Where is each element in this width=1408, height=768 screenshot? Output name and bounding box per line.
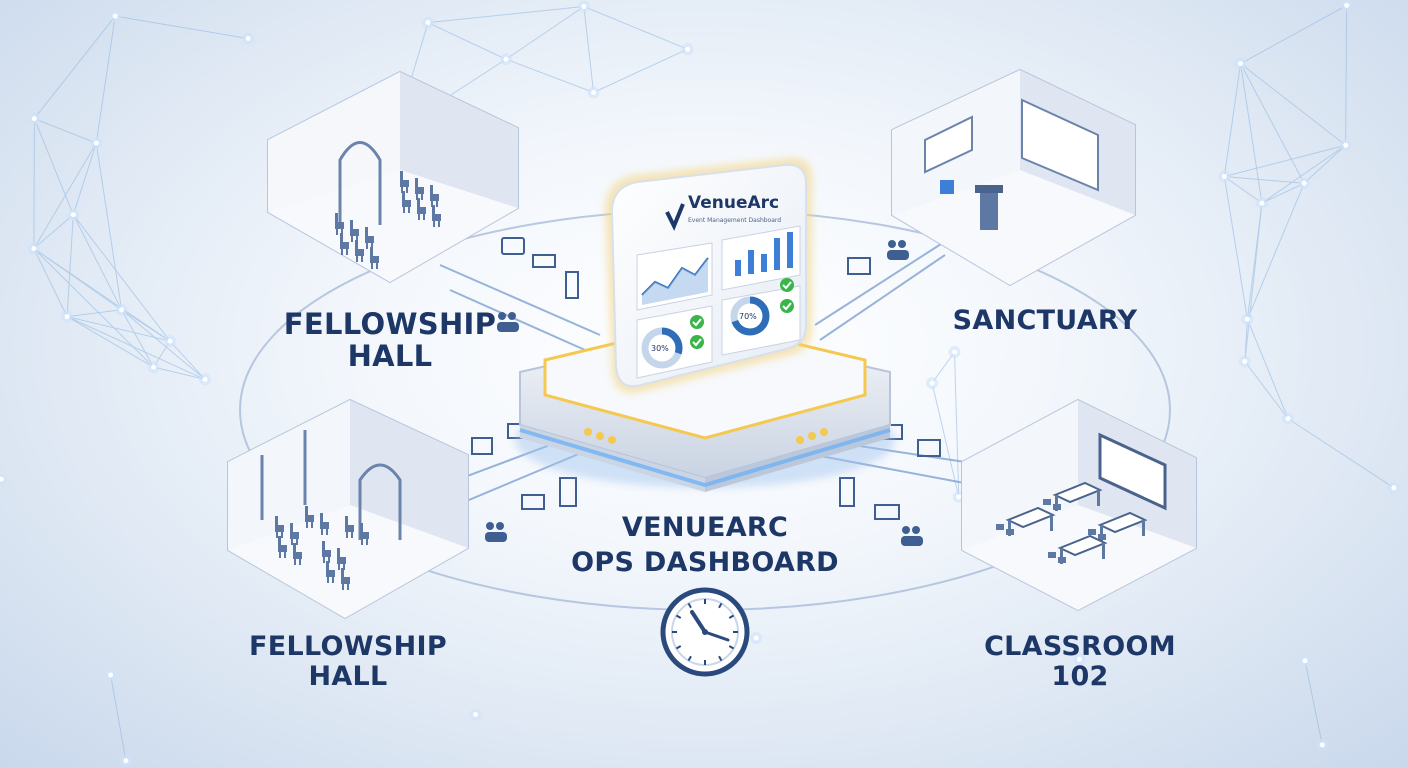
- people-icon: [901, 526, 923, 546]
- podium-icon: [521, 494, 545, 510]
- dashboard-brand: VenueArc: [688, 193, 779, 213]
- label-line: SANCTUARY: [952, 305, 1138, 336]
- label-line: FELLOWSHIP: [283, 307, 497, 341]
- check-icon: [690, 335, 704, 349]
- monitor-icon: [471, 437, 493, 455]
- label-line: HALL: [308, 661, 388, 693]
- people-icon: [887, 240, 909, 260]
- label-fellowship-hall-bottom: FELLOWSHIP HALL: [228, 631, 468, 693]
- donut-left-value: 30%: [651, 344, 669, 353]
- label-fellowship-hall-top: FELLOWSHIP HALL: [270, 308, 510, 373]
- check-icon: [780, 278, 794, 292]
- donut-right-value: 70%: [739, 312, 757, 321]
- room-classroom-102: [961, 398, 1197, 612]
- room-fellowship-hall-top: [267, 70, 519, 284]
- cabinet-icon: [839, 477, 855, 507]
- podium-icon: [874, 504, 900, 520]
- label-line: VENUEARC: [621, 512, 789, 543]
- check-icon: [690, 315, 704, 329]
- label-line: FELLOWSHIP: [249, 631, 447, 662]
- table-icon: [532, 254, 556, 268]
- label-line: OPS DASHBOARD: [571, 547, 839, 579]
- room-fellowship-hall-bottom: [227, 398, 469, 620]
- label-center-dashboard: VENUEARC OPS DASHBOARD: [540, 510, 870, 580]
- venuearc-logo-icon: [665, 203, 685, 231]
- label-classroom-102: CLASSROOM 102: [960, 631, 1200, 693]
- label-sanctuary: SANCTUARY: [935, 305, 1155, 336]
- monitor-icon: [501, 237, 525, 255]
- dashboard-tagline: Event Management Dashboard: [688, 217, 781, 224]
- people-icon: [497, 312, 519, 332]
- cabinet-icon: [559, 477, 577, 507]
- clock-icon: [660, 587, 750, 677]
- podium-icon: [980, 190, 998, 230]
- room-sanctuary: [891, 68, 1136, 287]
- monitor-icon: [917, 439, 941, 457]
- people-icon: [485, 522, 507, 542]
- dashboard-panel: VenueArc Event Management Dashboard 30% …: [605, 157, 812, 394]
- check-icon: [780, 299, 794, 313]
- cabinet-icon: [565, 271, 579, 299]
- people-icons: [485, 240, 923, 546]
- label-line: 102: [1051, 661, 1109, 693]
- table-icon: [847, 257, 871, 275]
- label-line: CLASSROOM: [984, 631, 1176, 662]
- label-line: HALL: [347, 339, 433, 374]
